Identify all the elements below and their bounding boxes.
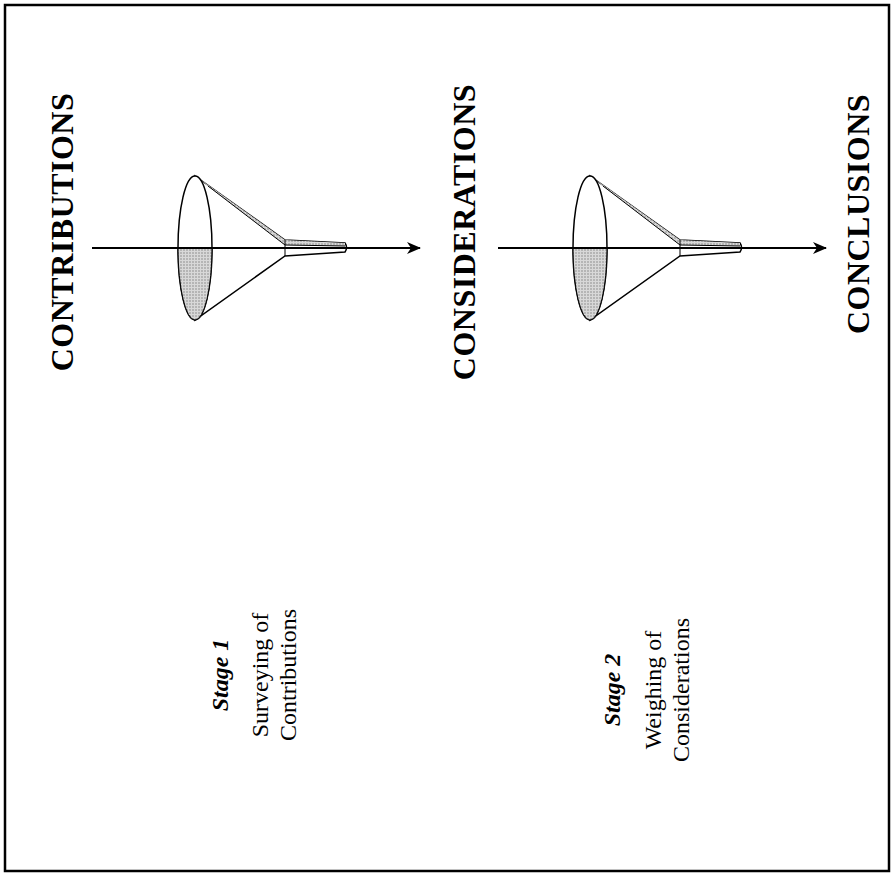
flow-arrow: [498, 247, 826, 249]
flow-arrow: [92, 247, 420, 249]
stage-title: Stage 1: [207, 639, 235, 712]
stage-title: Stage 2: [599, 654, 627, 727]
stage-heading: CONSIDERATIONS: [446, 84, 483, 380]
stage-description: Surveying of Contributions: [247, 593, 302, 758]
stage-heading: CONTRIBUTIONS: [44, 93, 81, 372]
frame: [5, 5, 889, 871]
stage-description: Weighing of Considerations: [640, 605, 695, 775]
stage-heading: CONCLUSIONS: [840, 94, 877, 334]
